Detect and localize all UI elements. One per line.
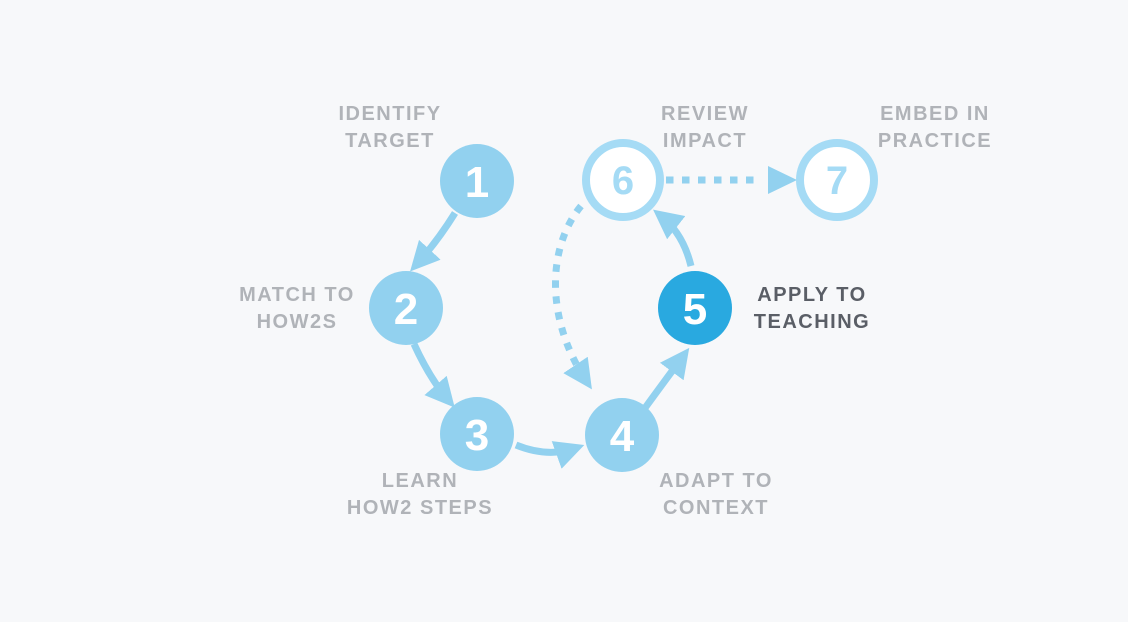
step-3-number: 3: [465, 411, 489, 460]
step-6-number: 6: [612, 159, 634, 203]
connector-3-4: [514, 441, 585, 469]
step-1: 1 IDENTIFY TARGET: [338, 103, 514, 218]
step-1-label-line2: TARGET: [345, 130, 435, 152]
step-2-label-line1: MATCH TO: [239, 284, 355, 306]
step-7: 7 EMBED IN PRACTICE: [796, 103, 992, 221]
step-5-number: 5: [683, 285, 707, 334]
step-7-number: 7: [826, 159, 848, 203]
step-3-circle: [440, 397, 514, 471]
step-6-circle: [582, 139, 664, 221]
step-3-label-line1: LEARN: [382, 470, 458, 492]
step-1-number: 1: [465, 158, 489, 207]
step-5-label-line1: APPLY TO: [757, 284, 866, 306]
connector-4-5: [642, 347, 690, 411]
step-3-label-line2: HOW2 STEPS: [347, 497, 493, 519]
connector-6-7-arrowhead-icon: [768, 166, 797, 194]
step-7-label-line1: EMBED IN: [880, 103, 990, 125]
step-2-number: 2: [394, 285, 418, 334]
step-2-label-line2: HOW2S: [257, 311, 338, 333]
step-5-circle: [658, 271, 732, 345]
step-4-label-line1: ADAPT TO: [659, 470, 773, 492]
step-2-circle: [369, 271, 443, 345]
connector-5-6: [653, 209, 695, 267]
step-1-circle: [440, 144, 514, 218]
step-7-circle: [796, 139, 878, 221]
step-1-label-line1: IDENTIFY: [338, 103, 441, 125]
step-4-number: 4: [610, 412, 635, 461]
step-2: 2 MATCH TO HOW2S: [239, 271, 443, 345]
connections: [410, 166, 797, 469]
step-4-label-line2: CONTEXT: [663, 497, 769, 519]
step-7-label-line2: PRACTICE: [878, 130, 992, 152]
step-4: 4 ADAPT TO CONTEXT: [585, 398, 773, 519]
step-5-current: 5 APPLY TO TEACHING: [658, 271, 870, 345]
step-6: 6 REVIEW IMPACT: [582, 103, 749, 221]
step-4-circle: [585, 398, 659, 472]
connector-1-2: [410, 211, 458, 272]
step-5-label-line2: TEACHING: [754, 311, 870, 333]
step-3: 3 LEARN HOW2 STEPS: [347, 397, 514, 519]
step-6-label-line2: IMPACT: [663, 130, 747, 152]
connector-6-4-loop-dotted: [552, 203, 592, 390]
step-6-label-line1: REVIEW: [661, 103, 749, 125]
connector-2-3: [410, 342, 455, 408]
